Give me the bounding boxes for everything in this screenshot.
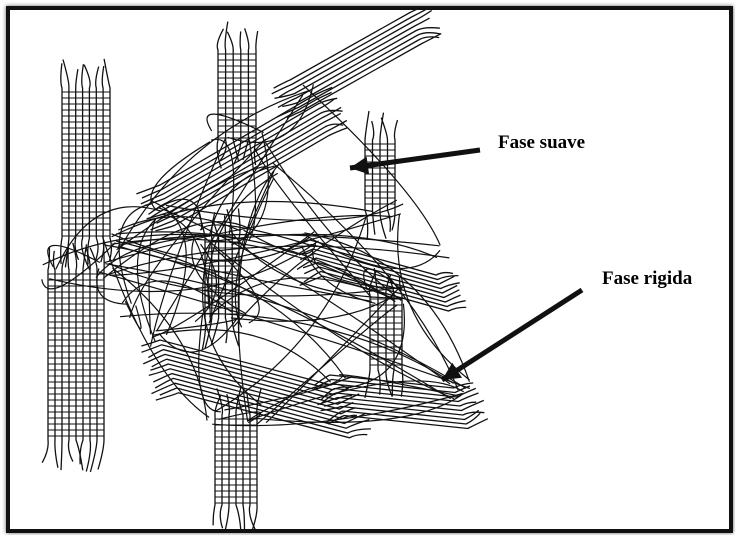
soft-phase-label: Fase suave <box>498 132 585 154</box>
chain <box>53 251 57 468</box>
rigid-phase-arrow <box>442 290 582 380</box>
chain <box>68 247 73 462</box>
chain <box>279 11 432 97</box>
chain <box>220 22 228 161</box>
chain <box>82 64 90 269</box>
chain <box>274 10 430 88</box>
rigid-block-diagonal-top-right <box>272 10 442 118</box>
chain <box>98 242 104 470</box>
chain <box>381 118 390 232</box>
chain <box>104 59 111 261</box>
chain <box>86 247 90 471</box>
chain <box>225 394 230 529</box>
chain <box>277 37 439 117</box>
chain <box>365 111 369 240</box>
chain <box>84 65 90 265</box>
soft-chain <box>116 232 393 300</box>
chain <box>287 34 441 118</box>
chain <box>217 29 223 169</box>
soft-chain <box>104 216 392 263</box>
rigid-block-diagonal-top <box>136 87 347 230</box>
arrow-shaft <box>350 150 480 168</box>
chain <box>80 244 87 464</box>
chain <box>372 121 375 235</box>
rigid-block-top-center <box>217 22 258 169</box>
figure-frame: Fase suave Fase rigida <box>6 6 733 533</box>
chain <box>61 63 62 264</box>
rigid-block-diagonal-bottom-right <box>314 375 488 429</box>
rigid-phase-label: Fase rigida <box>602 268 692 290</box>
chain <box>392 120 398 230</box>
chain <box>282 33 440 107</box>
chain <box>90 248 97 472</box>
soft-chain <box>219 412 261 423</box>
soft-chain <box>56 207 161 270</box>
arrow-shaft <box>442 290 582 380</box>
rigid-block-left-bottom <box>42 242 104 472</box>
chain <box>145 99 335 206</box>
rigid-block-left-top <box>61 59 112 270</box>
